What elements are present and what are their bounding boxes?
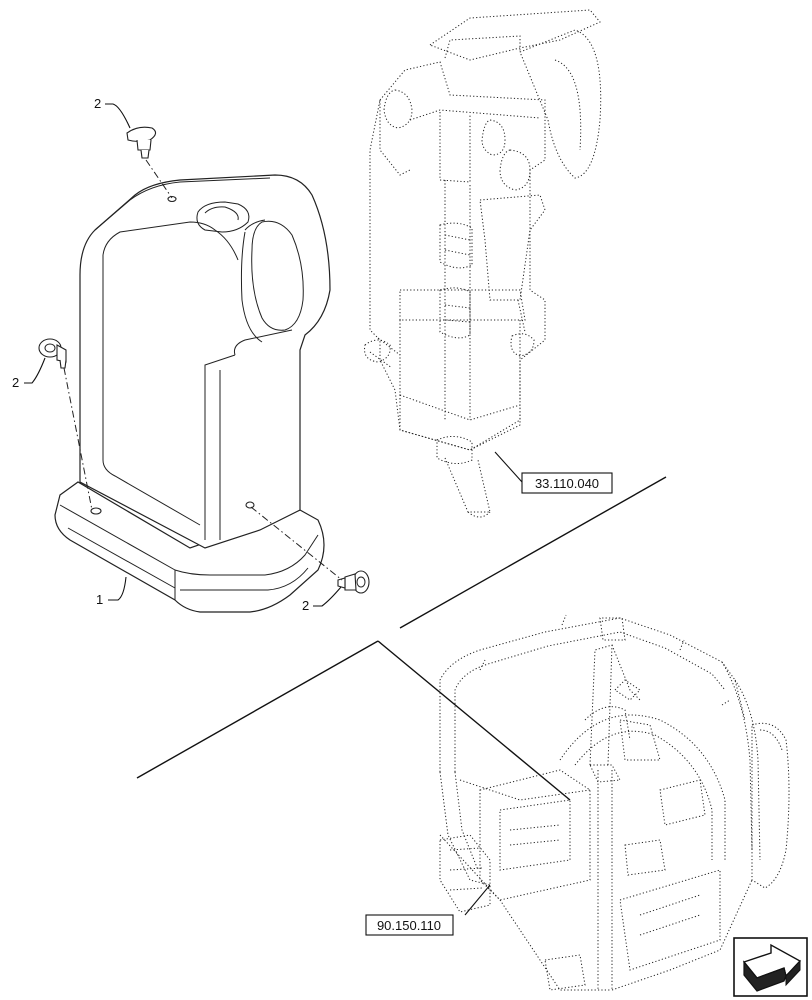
callout-part-2-top[interactable]: 2 bbox=[94, 96, 131, 129]
fastener-left bbox=[38, 338, 67, 369]
cab-frame-assembly bbox=[439, 614, 790, 991]
separator-line-upper bbox=[399, 476, 667, 629]
callout-part-2-right[interactable]: 2 bbox=[302, 586, 342, 613]
reference-label-steering: 33.110.040 bbox=[535, 476, 599, 491]
assembly-line-right bbox=[250, 506, 343, 581]
callout-number-2-right: 2 bbox=[302, 598, 309, 613]
assembly-line-left bbox=[63, 367, 93, 511]
fastener-right bbox=[337, 570, 370, 594]
callout-number-2-left: 2 bbox=[12, 375, 19, 390]
reference-label-cab: 90.150.110 bbox=[377, 918, 441, 933]
callout-part-1[interactable]: 1 bbox=[96, 576, 127, 607]
callout-number-2-top: 2 bbox=[94, 96, 101, 111]
callout-number-1: 1 bbox=[96, 592, 103, 607]
steering-column-assembly bbox=[364, 9, 602, 518]
separator-line-lower bbox=[136, 640, 379, 779]
reference-box-cab[interactable]: 90.150.110 bbox=[365, 884, 491, 936]
callout-part-2-left[interactable]: 2 bbox=[12, 357, 46, 390]
reference-box-steering[interactable]: 33.110.040 bbox=[494, 451, 613, 494]
pointer-line-cab bbox=[377, 640, 571, 801]
console-cover-part bbox=[54, 174, 331, 613]
page-arrow-icon[interactable] bbox=[733, 937, 808, 997]
fastener-top bbox=[126, 126, 157, 159]
